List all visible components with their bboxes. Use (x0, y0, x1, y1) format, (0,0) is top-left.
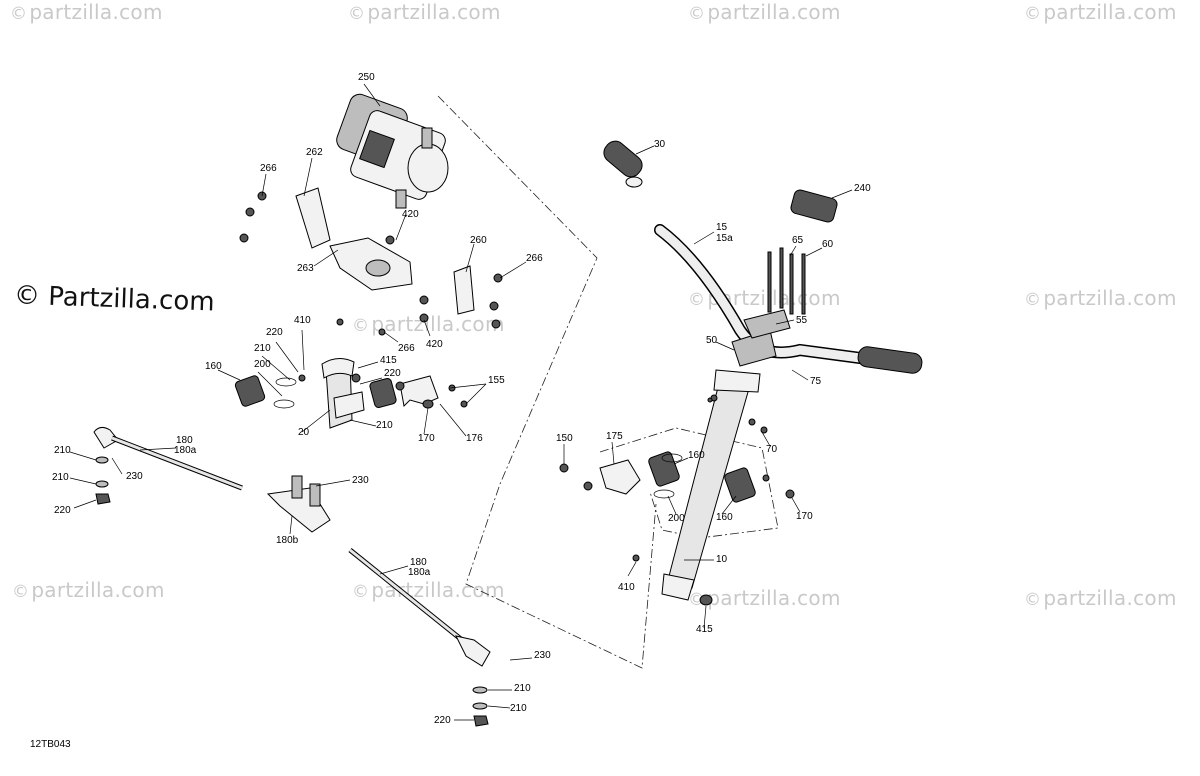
center-link-180b (266, 475, 331, 533)
callout-180a: 180a (174, 445, 197, 456)
callout-230: 230 (352, 475, 369, 486)
diagram-code: 12TB043 (30, 739, 71, 750)
callout-415: 415 (696, 624, 713, 635)
callout-180b: 180b (276, 535, 299, 546)
callout-266: 266 (260, 163, 277, 174)
watermark: ©partzilla.com (352, 312, 505, 336)
callout-210: 210 (54, 445, 71, 456)
callout-260: 260 (470, 235, 487, 246)
callout-262: 262 (306, 147, 323, 158)
power-steering-unit-250 (336, 93, 449, 209)
watermark: ©partzilla.com (1024, 286, 1177, 310)
callout-50: 50 (706, 335, 718, 346)
callout-170: 170 (418, 433, 435, 444)
callout-75: 75 (810, 376, 822, 387)
callout-150: 150 (556, 433, 573, 444)
callout-15: 15 (716, 222, 728, 233)
callout-420: 420 (402, 209, 419, 220)
callout-170: 170 (796, 511, 813, 522)
callout-230: 230 (126, 471, 143, 482)
callout-70: 70 (766, 444, 778, 455)
callout-55: 55 (796, 315, 808, 326)
watermark: ©partzilla.com (688, 586, 841, 610)
callout-210: 210 (254, 343, 271, 354)
callout-65: 65 (792, 235, 804, 246)
watermark: ©partzilla.com (1024, 586, 1177, 610)
boundary-line (437, 95, 657, 669)
watermark: ©partzilla.com (1024, 0, 1177, 24)
callout-420: 420 (426, 339, 443, 350)
callout-210: 210 (52, 472, 69, 483)
callout-180a: 180a (408, 567, 431, 578)
callout-210: 210 (510, 703, 527, 714)
callout-266: 266 (398, 343, 415, 354)
leader-lines (69, 83, 853, 721)
callout-160: 160 (205, 361, 222, 372)
callout-220: 220 (434, 715, 451, 726)
callout-210: 210 (376, 420, 393, 431)
callout-263: 263 (297, 263, 314, 274)
callout-160: 160 (688, 450, 705, 461)
callout-200: 200 (668, 513, 685, 524)
callout-230: 230 (534, 650, 551, 661)
watermark: ©partzilla.com (10, 0, 163, 24)
callout-15a: 15a (716, 233, 733, 244)
watermark: ©partzilla.com (688, 0, 841, 24)
callout-415: 415 (380, 355, 397, 366)
bracket-175 (599, 459, 641, 495)
tie-rod-180-right (348, 548, 491, 727)
callout-410: 410 (294, 315, 311, 326)
grip-right (857, 346, 923, 374)
callout-180: 180 (176, 435, 193, 446)
tie-rod-180 (93, 426, 243, 505)
bracket-260 (453, 265, 475, 315)
switch-240 (790, 189, 838, 223)
callout-410: 410 (618, 582, 635, 593)
bracket-262 (295, 187, 331, 249)
callout-180: 180 (410, 557, 427, 568)
callout-10: 10 (716, 554, 728, 565)
grip-30 (603, 140, 643, 188)
watermark: ©partzilla.com (12, 578, 165, 602)
watermark: ©partzilla.com (688, 286, 841, 310)
callout-210: 210 (514, 683, 531, 694)
callout-250: 250 (358, 72, 375, 83)
callout-160: 160 (716, 512, 733, 523)
callout-20: 20 (298, 427, 310, 438)
callout-175: 175 (606, 431, 623, 442)
bushing-160 (234, 375, 266, 407)
callout-266: 266 (526, 253, 543, 264)
callout-30: 30 (654, 139, 666, 150)
callout-60: 60 (822, 239, 834, 250)
callout-240: 240 (854, 183, 871, 194)
bushing-160-right (648, 451, 680, 487)
callout-220: 220 (54, 505, 71, 516)
callout-176: 176 (466, 433, 483, 444)
watermark: ©partzilla.com (348, 0, 501, 24)
callout-220: 220 (384, 368, 401, 379)
callout-155: 155 (488, 375, 505, 386)
callout-200: 200 (254, 359, 271, 370)
callout-220: 220 (266, 327, 283, 338)
